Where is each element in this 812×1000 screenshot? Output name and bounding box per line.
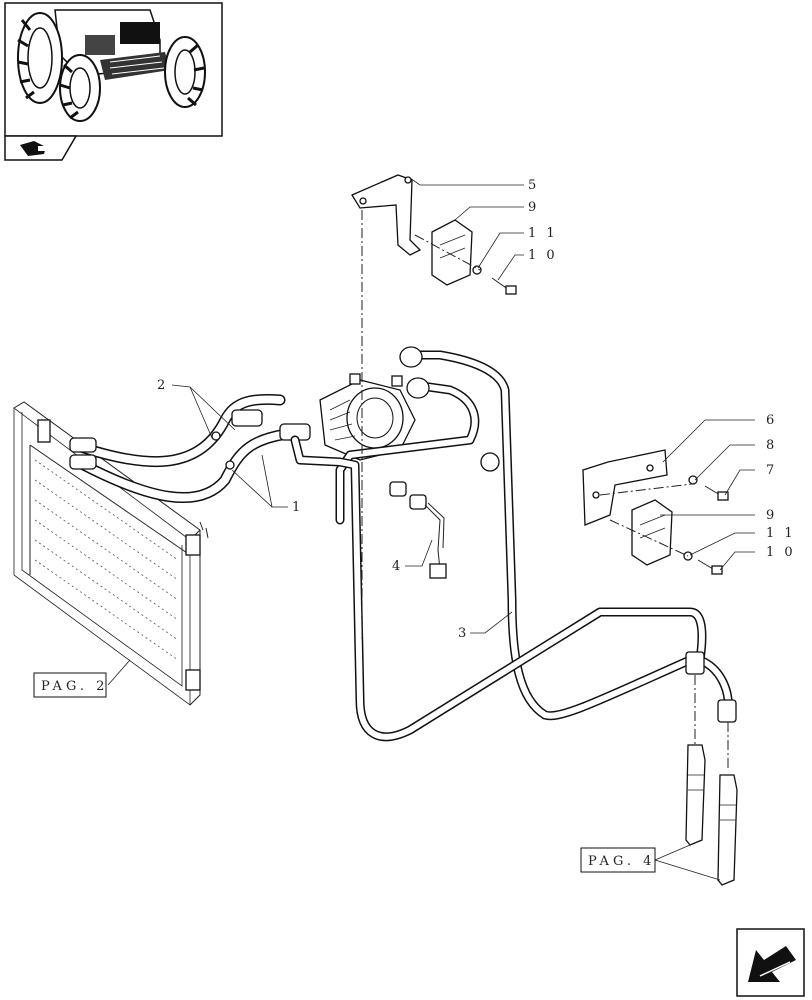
page-ref-left-label: PAG. 2 bbox=[41, 679, 108, 694]
section-tab-icon[interactable] bbox=[4, 135, 78, 161]
page-ref-right[interactable]: PAG. 4 bbox=[580, 847, 656, 873]
callout-9-right: 9 bbox=[766, 508, 777, 523]
arrow-back-nav-icon[interactable] bbox=[736, 928, 805, 997]
callout-9-top: 9 bbox=[528, 200, 539, 215]
lower-connectors bbox=[685, 675, 738, 886]
callout-10-right: 1 0 bbox=[766, 545, 796, 560]
callout-7: 7 bbox=[766, 463, 777, 478]
callout-4: 4 bbox=[392, 559, 403, 574]
bracket-right bbox=[582, 449, 729, 575]
page-ref-right-label: PAG. 4 bbox=[588, 854, 655, 869]
hose-assembly bbox=[69, 393, 311, 539]
leader-lines bbox=[107, 177, 755, 881]
bracket-top bbox=[351, 174, 517, 640]
callout-2: 2 bbox=[157, 378, 168, 393]
pressure-switch bbox=[389, 481, 447, 579]
callout-5: 5 bbox=[528, 178, 539, 193]
callout-11-right: 1 1 bbox=[766, 526, 796, 541]
callout-6: 6 bbox=[766, 413, 777, 428]
callout-10-top: 1 0 bbox=[528, 248, 558, 263]
callout-3: 3 bbox=[458, 626, 469, 641]
tractor-thumbnail-icon[interactable] bbox=[4, 2, 223, 137]
condenser-radiator bbox=[13, 401, 201, 706]
callout-8: 8 bbox=[766, 438, 777, 453]
page-ref-left[interactable]: PAG. 2 bbox=[33, 672, 108, 698]
rigid-pipes bbox=[290, 346, 737, 742]
callout-11-top: 1 1 bbox=[528, 226, 558, 241]
ac-compressor bbox=[319, 373, 416, 461]
callout-1: 1 bbox=[292, 500, 303, 515]
